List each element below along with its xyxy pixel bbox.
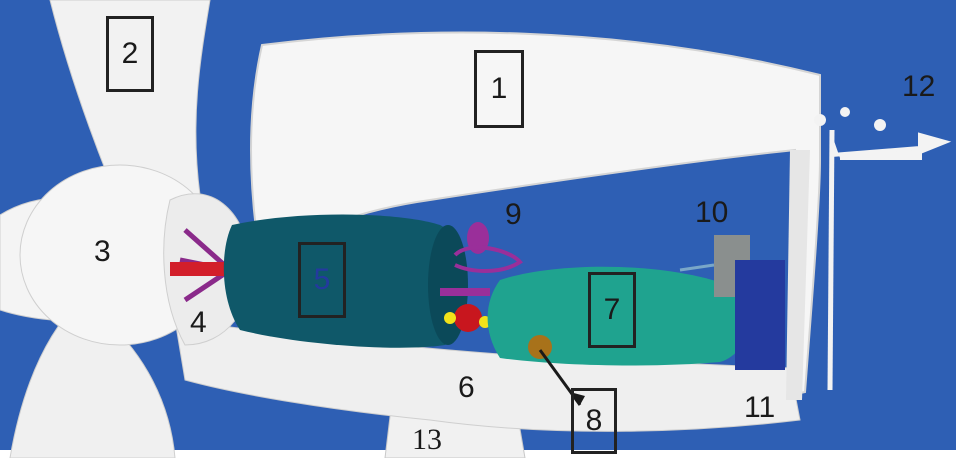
label-8-box: 8 xyxy=(571,388,617,454)
coupling-yellow-1 xyxy=(444,312,456,324)
coupling-red xyxy=(454,304,482,332)
label-2-box: 2 xyxy=(106,16,154,92)
label-9: 9 xyxy=(505,200,522,230)
label-6: 6 xyxy=(458,373,475,403)
label-1: 1 xyxy=(491,74,508,104)
converter xyxy=(735,260,785,370)
anemometer-cup-1 xyxy=(814,114,826,126)
anemometer-cup-3 xyxy=(874,119,886,131)
yaw-motor xyxy=(528,335,552,359)
label-12: 12 xyxy=(902,72,935,102)
label-5-box: 5 xyxy=(298,242,346,318)
label-1-box: 1 xyxy=(474,50,524,128)
label-11: 11 xyxy=(744,393,775,423)
label-13: 13 xyxy=(412,425,442,455)
label-2: 2 xyxy=(122,39,139,69)
high-speed-shaft xyxy=(440,288,490,296)
label-7: 7 xyxy=(604,295,621,325)
label-3: 3 xyxy=(94,237,111,267)
label-4: 4 xyxy=(190,308,207,338)
label-10: 10 xyxy=(695,198,728,228)
label-5: 5 xyxy=(314,265,331,295)
label-7-box: 7 xyxy=(588,272,636,348)
anemometer-cup-2 xyxy=(840,107,850,117)
vane-mast xyxy=(830,130,832,390)
label-8: 8 xyxy=(586,406,603,436)
